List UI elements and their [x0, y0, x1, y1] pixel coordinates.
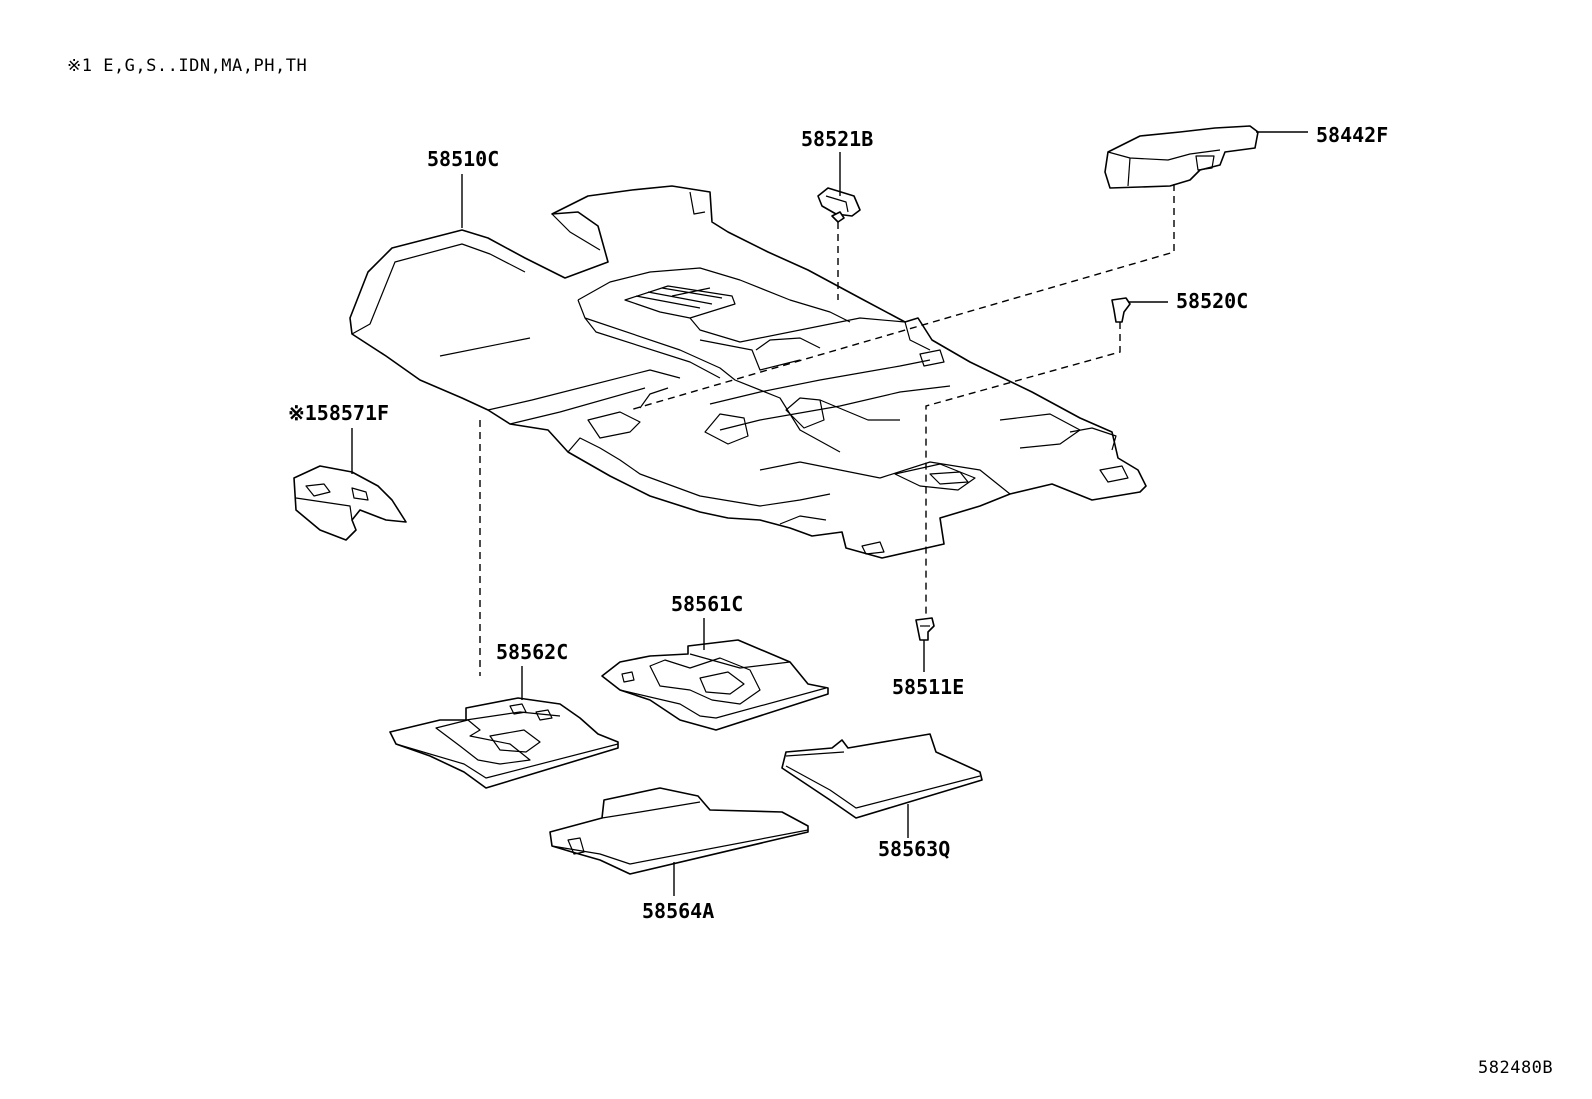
label-58562C[interactable]: 58562C	[496, 640, 568, 664]
floor-carpet-58510C[interactable]	[349, 185, 1147, 559]
figure-code: 582480B	[1478, 1058, 1554, 1078]
clip-58521B[interactable]	[817, 187, 861, 223]
cover-58442F[interactable]	[1104, 125, 1259, 189]
leader-lines	[351, 131, 1308, 896]
label-58520C[interactable]: 58520C	[1176, 289, 1248, 313]
pin-58511E[interactable]	[915, 617, 935, 641]
label-58521B[interactable]: 58521B	[801, 127, 873, 151]
label-58442F[interactable]: 58442F	[1316, 123, 1388, 147]
applicability-note: ※1 E,G,S..IDN,MA,PH,TH	[67, 56, 308, 76]
mat-58563Q[interactable]	[781, 733, 983, 819]
label-58571F[interactable]: ※158571F	[288, 401, 389, 425]
label-58511E[interactable]: 58511E	[892, 675, 964, 699]
label-58564A[interactable]: 58564A	[642, 899, 714, 923]
assembly-dashed-lines	[479, 184, 1175, 676]
label-58510C[interactable]: 58510C	[427, 147, 499, 171]
label-58561C[interactable]: 58561C	[671, 592, 743, 616]
carpet-58562C[interactable]	[389, 697, 619, 789]
carpet-58561C[interactable]	[601, 639, 829, 731]
clip-58520C[interactable]	[1111, 297, 1131, 323]
insulator-58571F[interactable]	[293, 465, 407, 541]
part-labels: 58510C 58521B 58442F 58520C ※158571F 585…	[288, 123, 1388, 923]
label-58563Q[interactable]: 58563Q	[878, 837, 950, 861]
mat-58564A[interactable]	[549, 787, 809, 875]
